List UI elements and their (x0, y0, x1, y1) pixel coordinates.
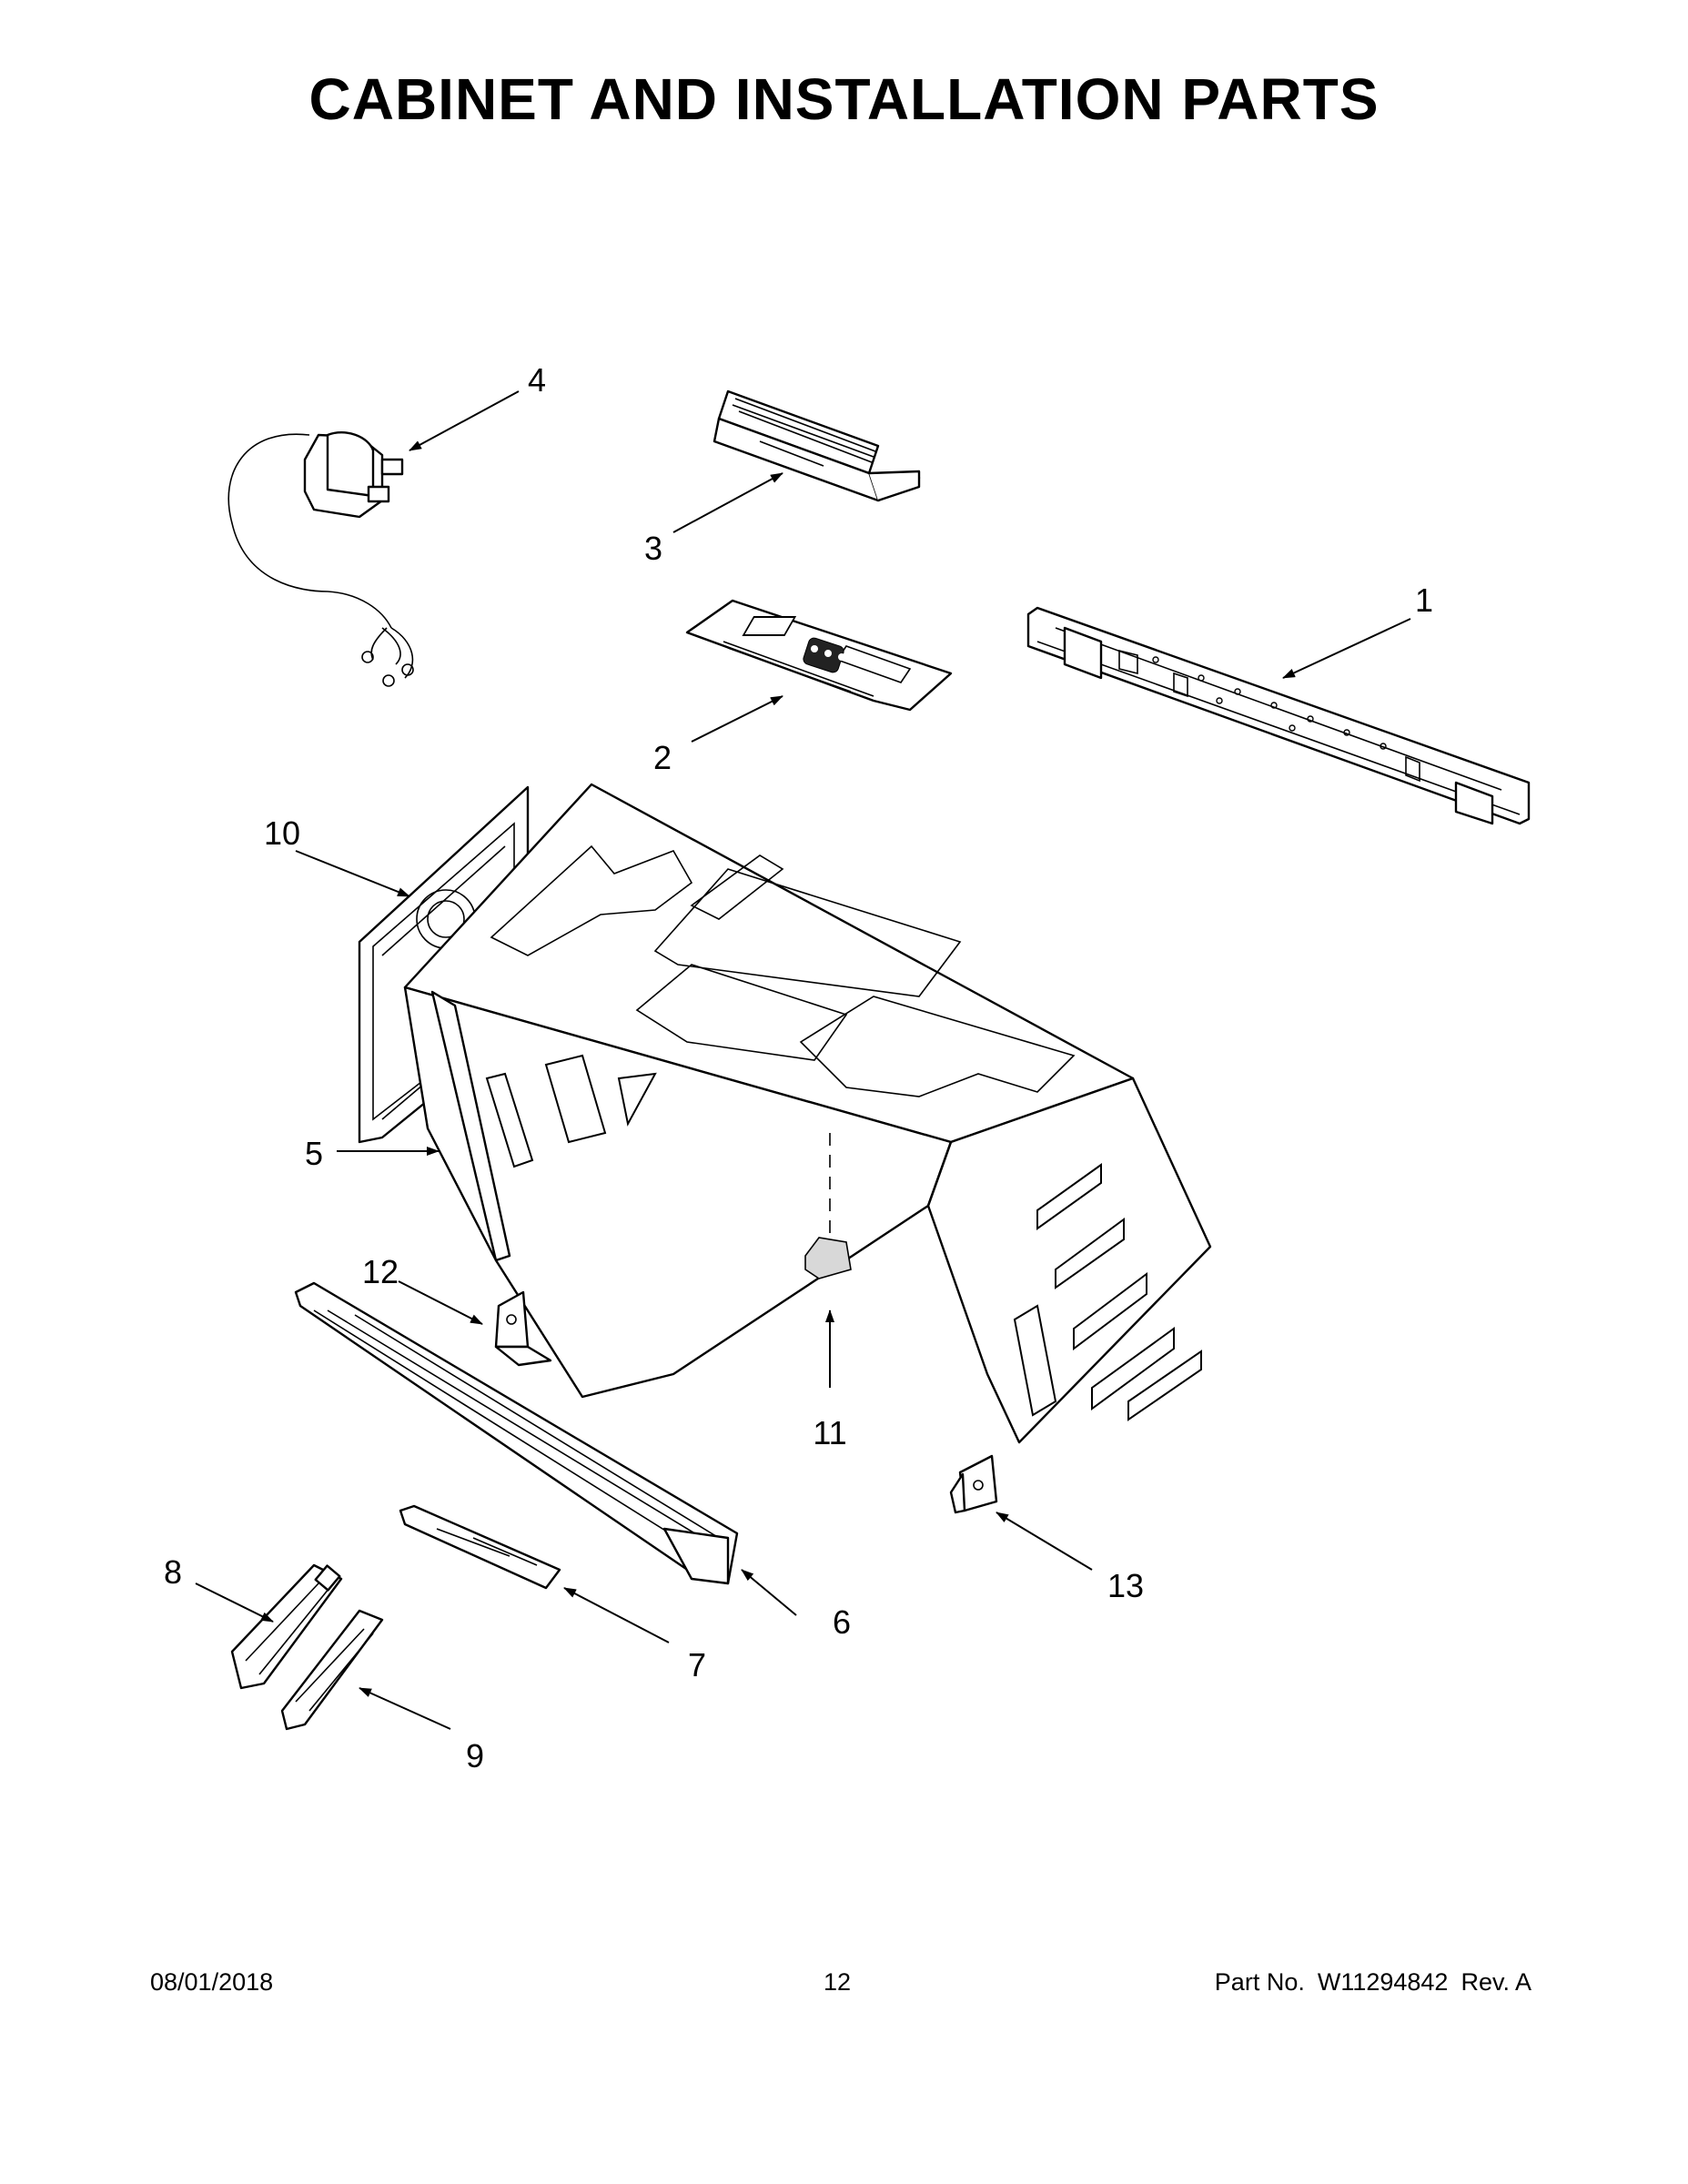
callout-5: 5 (305, 1135, 323, 1172)
part-number-value: W11294842 (1317, 1968, 1449, 1996)
callout-1: 1 (1415, 581, 1433, 619)
latch-bracket-part (399, 1504, 561, 1590)
callout-9: 9 (466, 1737, 484, 1774)
mounting-rail-part (1026, 606, 1531, 825)
leader-arrows (195, 390, 1411, 1730)
footer-part-number: Part No. W11294842 Rev. A (1215, 1968, 1531, 1997)
callout-7: 7 (688, 1646, 706, 1684)
callout-8: 8 (164, 1553, 182, 1591)
cabinet-wrapper-part (403, 783, 1212, 1444)
callout-2: 2 (653, 739, 672, 776)
callout-3: 3 (644, 530, 662, 567)
callout-10: 10 (264, 814, 300, 852)
right-hinge-part (280, 1609, 384, 1731)
callout-4: 4 (528, 361, 546, 399)
callout-13: 13 (1107, 1567, 1144, 1604)
bracket-part-12 (494, 1290, 552, 1367)
callout-11: 11 (813, 1414, 846, 1451)
bracket-part-13 (949, 1454, 998, 1514)
mounting-plate-part (685, 599, 953, 712)
front-trim-part (294, 1281, 739, 1585)
left-hinge-part (230, 1563, 343, 1690)
callout-6: 6 (833, 1603, 851, 1641)
page-title: CABINET AND INSTALLATION PARTS (308, 66, 1380, 132)
footer-date: 08/01/2018 (150, 1968, 274, 1996)
callout-12: 12 (362, 1253, 399, 1290)
clip-part (804, 1133, 852, 1279)
footer-page-number: 12 (824, 1968, 852, 1996)
power-cord-part (227, 430, 414, 687)
revision-label: Rev. A (1461, 1968, 1531, 1996)
top-vent-grille-part (713, 389, 921, 502)
part-number-label: Part No. (1214, 1968, 1305, 1996)
